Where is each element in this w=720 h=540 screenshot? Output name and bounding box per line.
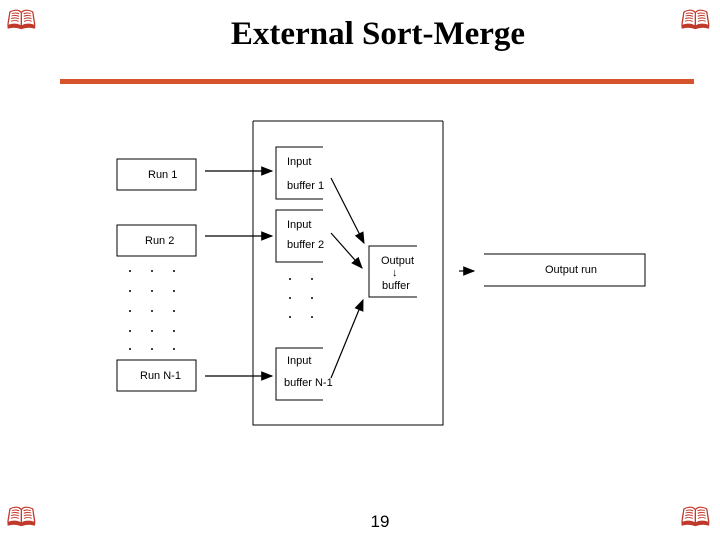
book-icon: 🕮 [6,6,37,36]
buffer-label: Input [287,219,311,231]
memory-frame [252,120,444,426]
buffer-ellipsis [289,278,313,318]
book-icon: 🕮 [680,503,711,533]
run-label: Run N-1 [140,370,181,382]
slide-title: External Sort-Merge [230,16,526,52]
buffer-label: Input [287,156,311,168]
output-run-label: Output run [545,264,597,276]
arrow [330,232,363,269]
run-box [116,359,197,392]
output-buffer [368,245,417,298]
buffer-label: buffer 2 [287,239,324,251]
run-box [116,224,197,257]
run-label: Run 1 [148,169,177,181]
buffer-label: Input [287,355,311,367]
book-icon: 🕮 [6,503,37,533]
book-icon: 🕮 [680,6,711,36]
input-buffer [275,146,323,200]
arrow [330,298,364,379]
input-buffer [275,209,323,263]
run-ellipsis [129,270,175,350]
page-number: 19 [370,512,390,531]
buffer-label: buffer N-1 [284,377,333,389]
output-buffer-mark: ↓ [392,267,398,279]
input-buffer [275,347,323,401]
run-label: Run 2 [145,235,174,247]
output-run-box [484,253,646,287]
output-buffer-label: buffer [382,280,410,292]
buffer-label: buffer 1 [287,180,324,192]
title-divider [60,79,694,84]
run-box [116,158,197,191]
output-buffer-label: Output [381,255,414,267]
arrow [330,177,365,245]
